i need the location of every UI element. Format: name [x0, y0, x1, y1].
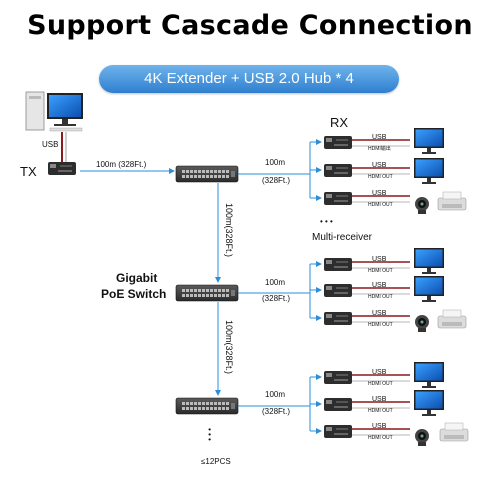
subtitle-banner: 4K Extender + USB 2.0 Hub * 4 [99, 65, 399, 93]
monitor-icon [414, 276, 444, 302]
hdmi-label: HDMI输出 [368, 146, 391, 152]
distance-label: (328Ft.) [262, 176, 291, 185]
monitor-icon [414, 362, 444, 388]
computer-icon [25, 91, 83, 132]
hdmi-label: HDMI OUT [368, 408, 393, 414]
webcam-icon [415, 429, 429, 446]
ellipsis-dots: • • • [320, 217, 333, 226]
hdmi-label: HDMI OUT [368, 381, 393, 387]
monitor-icon [414, 248, 444, 274]
webcam-icon [415, 315, 429, 332]
tx-label: TX [20, 164, 37, 179]
limit-label: ≤12PCS [201, 457, 231, 466]
multi-receiver-label: Multi-receiver [312, 232, 373, 243]
hdmi-label: HDMI OUT [368, 294, 393, 300]
printer-icon [437, 309, 467, 329]
usb-label: USB [372, 282, 387, 289]
rx-branch-group [238, 261, 322, 321]
hdmi-label: HDMI OUT [368, 322, 393, 328]
rx-device-icon [324, 192, 352, 205]
rx-device-icon [324, 398, 352, 411]
hdmi-label: HDMI OUT [368, 268, 393, 274]
tx-device-icon [48, 162, 76, 175]
network-switch-icon [175, 397, 239, 415]
monitor-icon [414, 158, 444, 184]
printer-icon [439, 422, 469, 442]
rx-device-icon [324, 284, 352, 297]
distance-label: 100m [265, 158, 286, 167]
usb-label: USB [372, 162, 387, 169]
distance-label: (328Ft.) [262, 294, 291, 303]
page-title: Support Cascade Connection [27, 10, 473, 41]
distance-label-vertical: 100m(328Ft.) [224, 320, 234, 375]
rx-device-icon [324, 371, 352, 384]
rx-branch-group [238, 139, 322, 201]
hdmi-label: HDMI OUT [368, 202, 393, 208]
webcam-icon [415, 197, 429, 214]
ellipsis-dots-vertical: • • • [205, 428, 214, 441]
usb-label: USB [372, 369, 387, 376]
usb-label: USB [42, 140, 59, 149]
usb-label: USB [372, 256, 387, 263]
distance-label: 100m (328Ft.) [96, 160, 147, 169]
switch-label-line1: Gigabit [116, 271, 158, 285]
rx-label: RX [330, 115, 349, 130]
rx-device-icon [324, 164, 352, 177]
rx-device-icon [324, 312, 352, 325]
distance-label: (328Ft.) [262, 407, 291, 416]
usb-label: USB [372, 310, 387, 317]
rx-device-icon [324, 258, 352, 271]
hdmi-label: HDMI OUT [368, 174, 393, 180]
distance-label: 100m [265, 390, 286, 399]
usb-label: USB [372, 190, 387, 197]
rx-device-icon [324, 136, 352, 149]
network-switch-icon [175, 284, 239, 302]
usb-label: USB [372, 134, 387, 141]
switch-label-line2: PoE Switch [101, 287, 167, 301]
rx-branch-group [238, 374, 322, 434]
usb-label: USB [372, 396, 387, 403]
monitor-icon [414, 128, 444, 154]
usb-label: USB [372, 423, 387, 430]
network-switch-icon [175, 165, 239, 183]
rx-device-icon [324, 425, 352, 438]
hdmi-label: HDMI OUT [368, 435, 393, 441]
printer-icon [437, 191, 467, 211]
distance-label: 100m [265, 278, 286, 287]
monitor-icon [414, 390, 444, 416]
rx-output-cables [352, 139, 410, 436]
distance-label-vertical: 100m(328Ft.) [224, 203, 234, 258]
